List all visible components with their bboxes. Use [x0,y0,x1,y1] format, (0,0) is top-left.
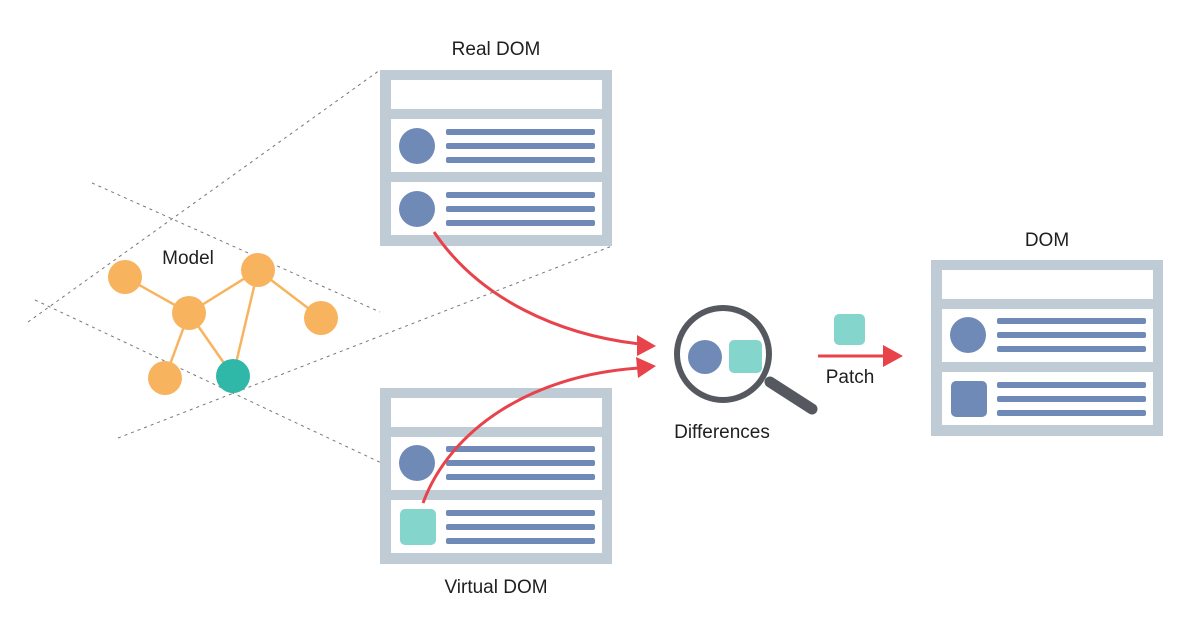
text-line [446,157,595,163]
text-line [997,332,1146,338]
avatar [950,317,986,353]
text-line [446,524,595,530]
diff-circle-node [688,340,722,374]
text-line [446,143,595,149]
guide-line [91,182,381,313]
virtual-dom-label: Virtual DOM [444,577,547,598]
text-line [997,318,1146,324]
graph-node [304,301,338,335]
patch-square-icon [834,314,865,345]
dom-label: DOM [1025,230,1069,251]
graph-edge [231,269,260,377]
text-line [997,346,1146,352]
virtual-dom-panel [380,388,612,564]
diff-arrows [421,231,641,504]
model-graph [108,253,338,395]
arrowhead [637,335,656,356]
graph-node [108,260,142,294]
text-line [997,396,1146,402]
patched-square-node [951,381,987,417]
arrowhead [636,357,656,378]
text-line [997,382,1146,388]
avatar [399,191,435,227]
virtual-to-diff-arrow [421,366,641,504]
diff-square-node [729,340,762,373]
text-line [446,220,595,226]
magnifier-handle [764,376,818,415]
avatar [399,128,435,164]
patch-step [818,314,903,367]
arrowhead [883,345,903,367]
real-dom-panel [380,70,612,246]
text-line [446,510,595,516]
graph-node [148,361,182,395]
text-line [446,538,595,544]
guide-line [117,245,613,439]
panel-header-bar [942,270,1153,299]
dom-panel [931,260,1163,436]
text-line [446,129,595,135]
text-line [446,474,595,480]
panel-header-bar [391,80,602,109]
changed-square-node [400,509,436,545]
magnifier-icon [674,305,818,415]
patch-label: Patch [826,367,875,388]
text-line [446,446,595,452]
text-line [446,206,595,212]
real-dom-label: Real DOM [452,39,541,60]
model-label: Model [162,248,214,269]
magnifier-lens [674,305,772,403]
real-to-diff-arrow [432,231,641,346]
differences-label: Differences [674,422,770,443]
text-line [997,410,1146,416]
avatar [399,445,435,481]
guide-line [27,69,381,323]
graph-node-changed [216,359,250,393]
graph-node [241,253,275,287]
graph-node [172,296,206,330]
text-line [446,460,595,466]
text-line [446,192,595,198]
